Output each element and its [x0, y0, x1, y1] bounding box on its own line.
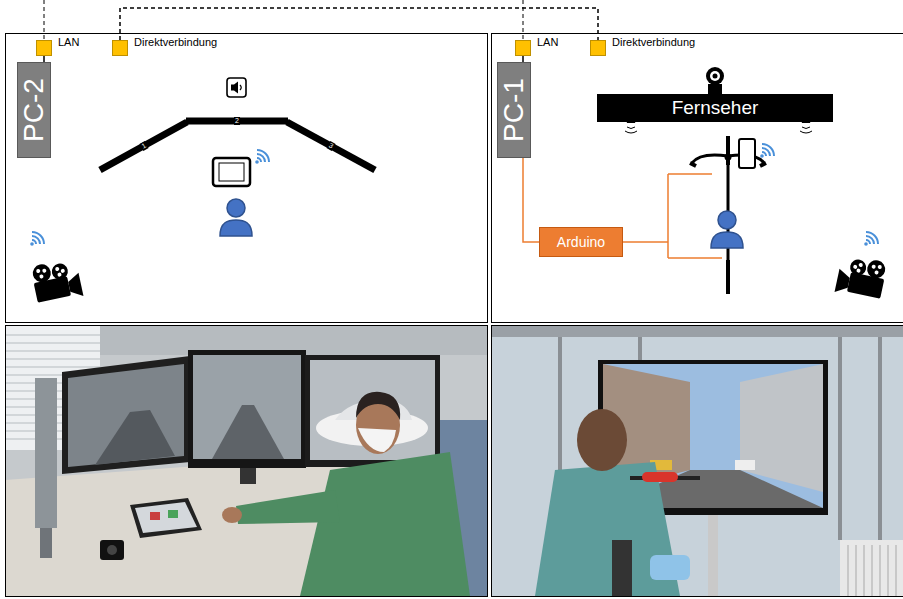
camera-lens: [107, 545, 117, 555]
webcam-base: [708, 84, 722, 94]
webcam-icon: [706, 67, 724, 94]
photo-frame: [6, 326, 488, 597]
photo-monitor: [62, 356, 190, 474]
screen-road: [95, 410, 175, 465]
bar-stem: [725, 154, 732, 161]
node-label: Fernseher: [672, 97, 759, 119]
photo-tablet: [130, 498, 202, 538]
tablet-icon: [213, 158, 250, 186]
arduino-wire: [623, 174, 722, 258]
photo-bike: [491, 325, 903, 596]
speaker-icon: [227, 78, 246, 97]
monitor-center: [186, 118, 288, 125]
webcam-body: [706, 67, 724, 85]
person-icon: [711, 211, 743, 248]
callout-number: 3: [326, 141, 335, 151]
bar-grip: [760, 163, 766, 166]
wifi-symbol: [864, 232, 878, 246]
wifi-symbol: [760, 144, 774, 158]
monitor-stand: [40, 528, 52, 558]
wall: [5, 325, 487, 596]
panel-frame: [492, 34, 903, 323]
phone-icon: [739, 139, 755, 168]
node-label: Direktverbindung: [133, 36, 218, 49]
speaker-wave: [625, 127, 637, 133]
radiator: [840, 540, 903, 596]
wifi-symbol: [255, 150, 269, 164]
camera-icon: [835, 253, 888, 302]
speaker-wave: [240, 85, 241, 90]
node-label: Direktverbindung: [611, 36, 696, 49]
window-wall: [491, 325, 903, 596]
port-square: LAN: [515, 40, 531, 56]
cloth: [650, 555, 690, 580]
callout-number: 2: [234, 117, 240, 125]
mask: [358, 428, 396, 452]
screen-car: [735, 460, 755, 470]
hair: [356, 392, 400, 420]
monitor-left: [100, 122, 187, 170]
node-label: PC-2: [19, 78, 49, 142]
monitor-screen: [193, 355, 301, 459]
speaker-frame: [227, 78, 246, 97]
wifi-symbol: [30, 232, 44, 246]
tv-stand: [708, 515, 718, 596]
monitor-screen: [310, 360, 435, 460]
pc-box: PC-2: [17, 62, 51, 158]
node-label: PC-1: [499, 78, 529, 142]
port-square: LAN: [36, 40, 52, 56]
shirt: [300, 452, 470, 596]
pc-box: PC-1: [497, 62, 531, 158]
photo-monitor: [305, 355, 440, 467]
photo-workstation: [5, 325, 487, 596]
port-square: Direktverbindung: [112, 40, 128, 56]
person-icon: [220, 199, 252, 236]
port-square: Direktverbindung: [590, 40, 606, 56]
monitor-right: [287, 122, 375, 170]
connectors: [44, 8, 598, 242]
camera-icon: [30, 257, 83, 306]
bike-post: [612, 540, 632, 596]
arduino-box: Arduino: [539, 227, 623, 257]
bar-grip: [642, 472, 678, 482]
callout-number: 1: [139, 141, 148, 151]
tv-bar: Fernseher: [597, 94, 833, 122]
monitor-screen: [68, 364, 184, 467]
speaker-wave: [800, 127, 812, 133]
node-label: LAN: [536, 36, 559, 49]
arm: [236, 490, 340, 524]
monitor-stand: [240, 468, 256, 484]
tablet-screen: [219, 163, 244, 181]
node-label: Arduino: [557, 234, 605, 250]
screen-building: [740, 364, 823, 492]
tablet-screen: [135, 502, 197, 533]
bicycle-icon: [690, 136, 766, 294]
side-monitor: [35, 378, 57, 528]
head: [577, 409, 627, 471]
screen-road: [212, 405, 284, 459]
webcam-ring: [710, 71, 720, 81]
radiator-fins: [848, 545, 896, 596]
window-top: [491, 325, 903, 337]
photo-monitor: [188, 350, 306, 468]
bar-grip: [690, 163, 696, 166]
photo-frame: [492, 326, 903, 597]
speaker-cone: [231, 82, 238, 94]
rear-wheel: [726, 260, 730, 294]
webcam-lens: [713, 74, 718, 79]
tablet-button: [150, 512, 160, 520]
tablet-button: [168, 510, 178, 518]
node-label: LAN: [57, 36, 80, 49]
connector: [523, 158, 539, 242]
tablet-body: [213, 158, 250, 186]
panel-frame: [6, 34, 488, 323]
hand: [222, 507, 242, 523]
photo-camera: [100, 540, 124, 560]
